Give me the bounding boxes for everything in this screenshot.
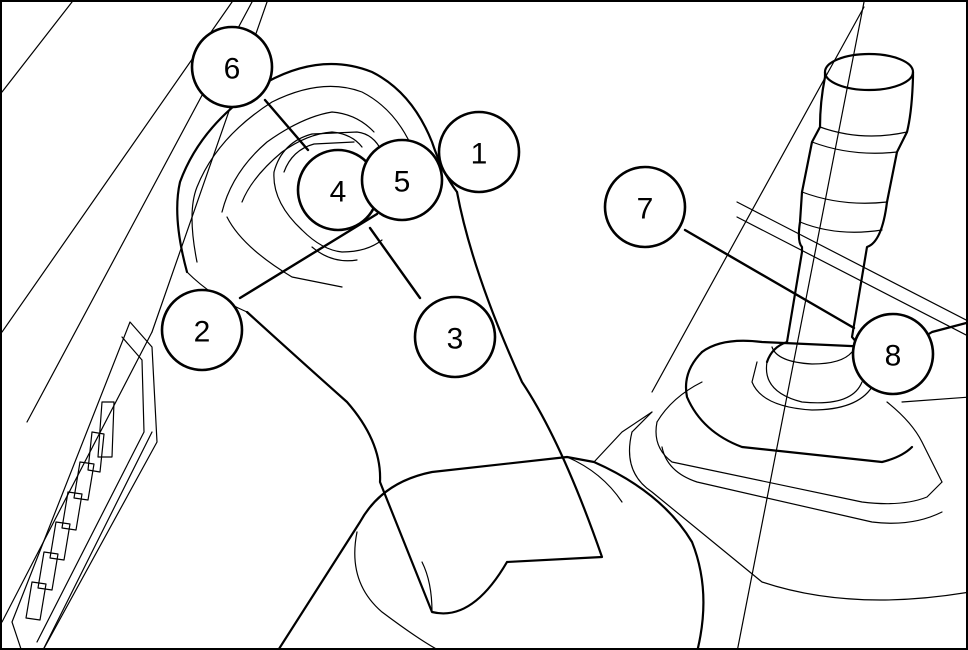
callout-8: 8 <box>851 312 935 396</box>
callout-1: 1 <box>437 110 521 194</box>
callout-1-label: 1 <box>471 138 488 171</box>
callout-6: 6 <box>190 25 274 109</box>
side-vent-panel <box>11 321 158 648</box>
leader-6 <box>263 98 310 152</box>
callout-2-label: 2 <box>194 316 211 349</box>
leader-3 <box>368 226 422 300</box>
leader-7 <box>683 228 856 330</box>
callout-6-label: 6 <box>224 53 241 86</box>
callout-4-label: 4 <box>330 176 347 209</box>
callout-3-label: 3 <box>447 323 464 356</box>
joystick-base <box>278 411 705 648</box>
callout-8-label: 8 <box>885 340 902 373</box>
callout-7-label: 7 <box>637 193 654 226</box>
callout-5-label: 5 <box>394 166 411 199</box>
joystick-grip <box>176 62 604 615</box>
callout-2: 2 <box>160 288 244 372</box>
callout-7: 7 <box>603 165 687 249</box>
callout-5: 5 <box>360 138 444 222</box>
callout-3: 3 <box>413 295 497 379</box>
